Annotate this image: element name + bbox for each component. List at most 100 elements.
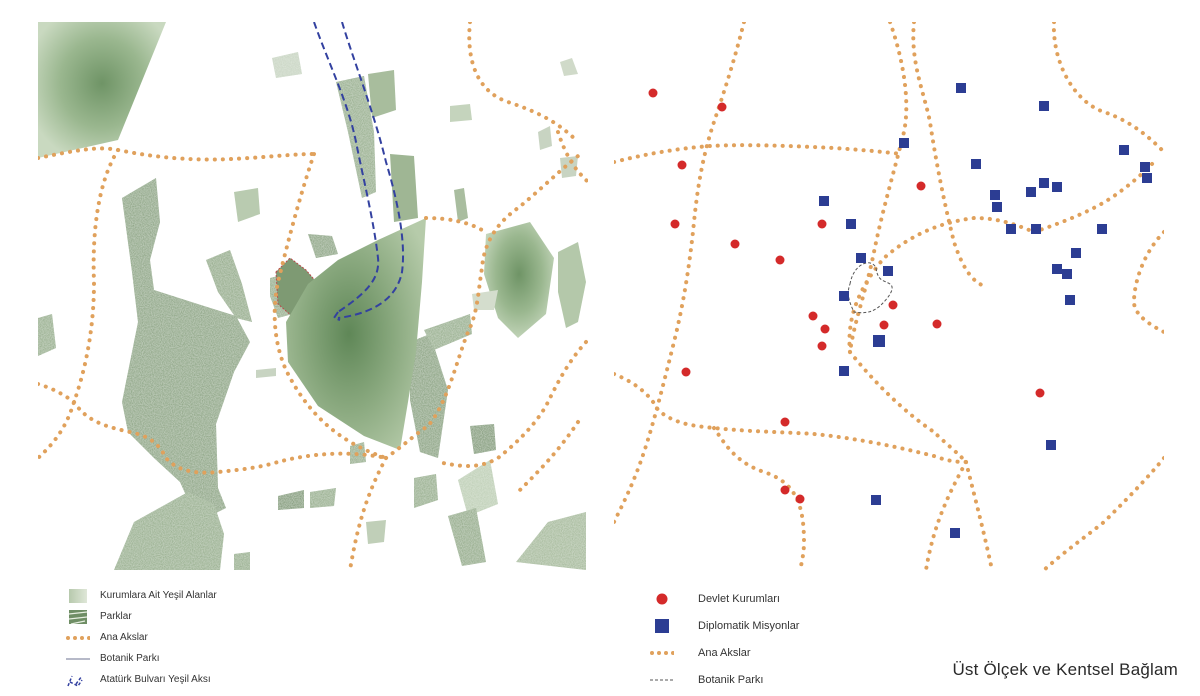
dashed-arrow-icon bbox=[66, 672, 90, 688]
legend-item-diplomatic: Diplomatik Misyonlar bbox=[650, 612, 799, 639]
diplomatic-marker bbox=[856, 253, 866, 263]
large-park bbox=[286, 218, 426, 450]
government-marker bbox=[817, 341, 827, 351]
institutional-area bbox=[38, 22, 166, 158]
diplomatic-marker bbox=[956, 83, 966, 93]
institutional-area bbox=[234, 188, 260, 222]
government-marker bbox=[677, 160, 687, 170]
diplomatic-marker bbox=[1071, 248, 1081, 258]
green-areas-map bbox=[36, 20, 590, 572]
diplomatic-marker bbox=[1097, 224, 1107, 234]
park-icon bbox=[66, 609, 90, 625]
government-marker bbox=[916, 181, 926, 191]
legend-label: Botanik Parkı bbox=[698, 673, 764, 686]
legend-label: Ana Akslar bbox=[100, 632, 148, 643]
diplomatic-missions bbox=[819, 83, 1152, 538]
diplomatic-marker bbox=[950, 528, 960, 538]
main-axes bbox=[36, 20, 590, 572]
park-area bbox=[206, 250, 252, 322]
institutional-area bbox=[484, 222, 554, 338]
diplomatic-marker bbox=[873, 335, 885, 347]
institutional-area bbox=[366, 520, 386, 544]
diplomatic-marker bbox=[990, 190, 1000, 200]
diplomatic-marker bbox=[1140, 162, 1150, 172]
diplomatic-marker bbox=[846, 219, 856, 229]
dotted-axis-icon bbox=[66, 630, 90, 646]
legend-item-botanic: Botanik Parkı bbox=[66, 648, 217, 669]
institutions-map bbox=[612, 20, 1166, 572]
government-marker bbox=[795, 494, 805, 504]
institutional-green-icon bbox=[66, 588, 90, 604]
diplomatic-marker bbox=[839, 291, 849, 301]
government-marker bbox=[932, 319, 942, 329]
government-marker bbox=[780, 417, 790, 427]
institutional-area bbox=[558, 242, 586, 328]
diplomatic-marker bbox=[1039, 101, 1049, 111]
legend-item-axes: Ana Akslar bbox=[66, 627, 217, 648]
park-area bbox=[308, 234, 338, 258]
diplomatic-marker bbox=[883, 266, 893, 276]
government-marker bbox=[775, 255, 785, 265]
legend-item-parks: Parklar bbox=[66, 606, 217, 627]
diplomatic-marker bbox=[839, 366, 849, 376]
park-area bbox=[278, 490, 304, 510]
institutional-area bbox=[458, 460, 498, 516]
legend-item-bulvar: Atatürk Bulvarı Yeşil Aksı bbox=[66, 669, 217, 690]
park-area bbox=[122, 178, 250, 522]
diplomatic-marker bbox=[1062, 269, 1072, 279]
legend-item-institutional-green: Kurumlara Ait Yeşil Alanlar bbox=[66, 585, 217, 606]
legend-item-axes: Ana Akslar bbox=[650, 639, 799, 666]
legend-label: Botanik Parkı bbox=[100, 653, 160, 664]
legend-label: Parklar bbox=[100, 611, 132, 622]
diplomatic-marker bbox=[1065, 295, 1075, 305]
park-area bbox=[470, 424, 496, 454]
government-marker bbox=[820, 324, 830, 334]
diplomatic-marker bbox=[819, 196, 829, 206]
park-area bbox=[234, 552, 250, 570]
government-marker bbox=[888, 300, 898, 310]
government-marker bbox=[681, 367, 691, 377]
diplomatic-marker bbox=[1026, 187, 1036, 197]
park-area bbox=[414, 474, 438, 508]
legend-label: Atatürk Bulvarı Yeşil Aksı bbox=[100, 674, 211, 685]
government-marker bbox=[648, 88, 658, 98]
botanic-park-outline bbox=[847, 262, 893, 314]
park-area bbox=[516, 512, 586, 570]
diplomatic-marker bbox=[1039, 178, 1049, 188]
diplomatic-marker bbox=[899, 138, 909, 148]
legend-institutions: Devlet Kurumları Diplomatik Misyonlar An… bbox=[650, 585, 799, 693]
ataturk-bulvari-green-axis bbox=[313, 21, 405, 321]
park-area bbox=[114, 492, 224, 570]
government-marker bbox=[1035, 388, 1045, 398]
park-area bbox=[410, 334, 448, 458]
red-dot-icon bbox=[650, 591, 674, 607]
diplomatic-marker bbox=[1119, 145, 1129, 155]
parks bbox=[38, 76, 586, 570]
main-axes bbox=[612, 20, 1166, 572]
diplomatic-marker bbox=[1006, 224, 1016, 234]
institutional-area bbox=[560, 58, 578, 76]
park-area bbox=[424, 314, 472, 350]
government-marker bbox=[730, 239, 740, 249]
diplomatic-marker bbox=[1046, 440, 1056, 450]
park-area bbox=[448, 508, 486, 566]
government-marker bbox=[717, 102, 727, 112]
institutional-area bbox=[450, 104, 472, 122]
legend-label: Devlet Kurumları bbox=[698, 592, 780, 605]
government-marker bbox=[879, 320, 889, 330]
dotted-axis-icon bbox=[650, 645, 674, 661]
institutional-green-areas bbox=[38, 22, 586, 544]
institutional-area bbox=[368, 70, 396, 118]
diplomatic-marker bbox=[1052, 182, 1062, 192]
dashed-line-icon bbox=[650, 672, 674, 688]
diplomatic-marker bbox=[992, 202, 1002, 212]
legend-green-areas: Kurumlara Ait Yeşil Alanlar Parklar Ana … bbox=[66, 585, 217, 690]
government-marker bbox=[808, 311, 818, 321]
institutional-area bbox=[256, 368, 276, 378]
institutional-area bbox=[390, 154, 418, 222]
institutional-area bbox=[538, 126, 552, 150]
page-title: Üst Ölçek ve Kentsel Bağlam bbox=[952, 660, 1178, 679]
legend-label: Diplomatik Misyonlar bbox=[698, 619, 800, 632]
diplomatic-marker bbox=[1142, 173, 1152, 183]
legend-label: Kurumlara Ait Yeşil Alanlar bbox=[100, 590, 217, 601]
